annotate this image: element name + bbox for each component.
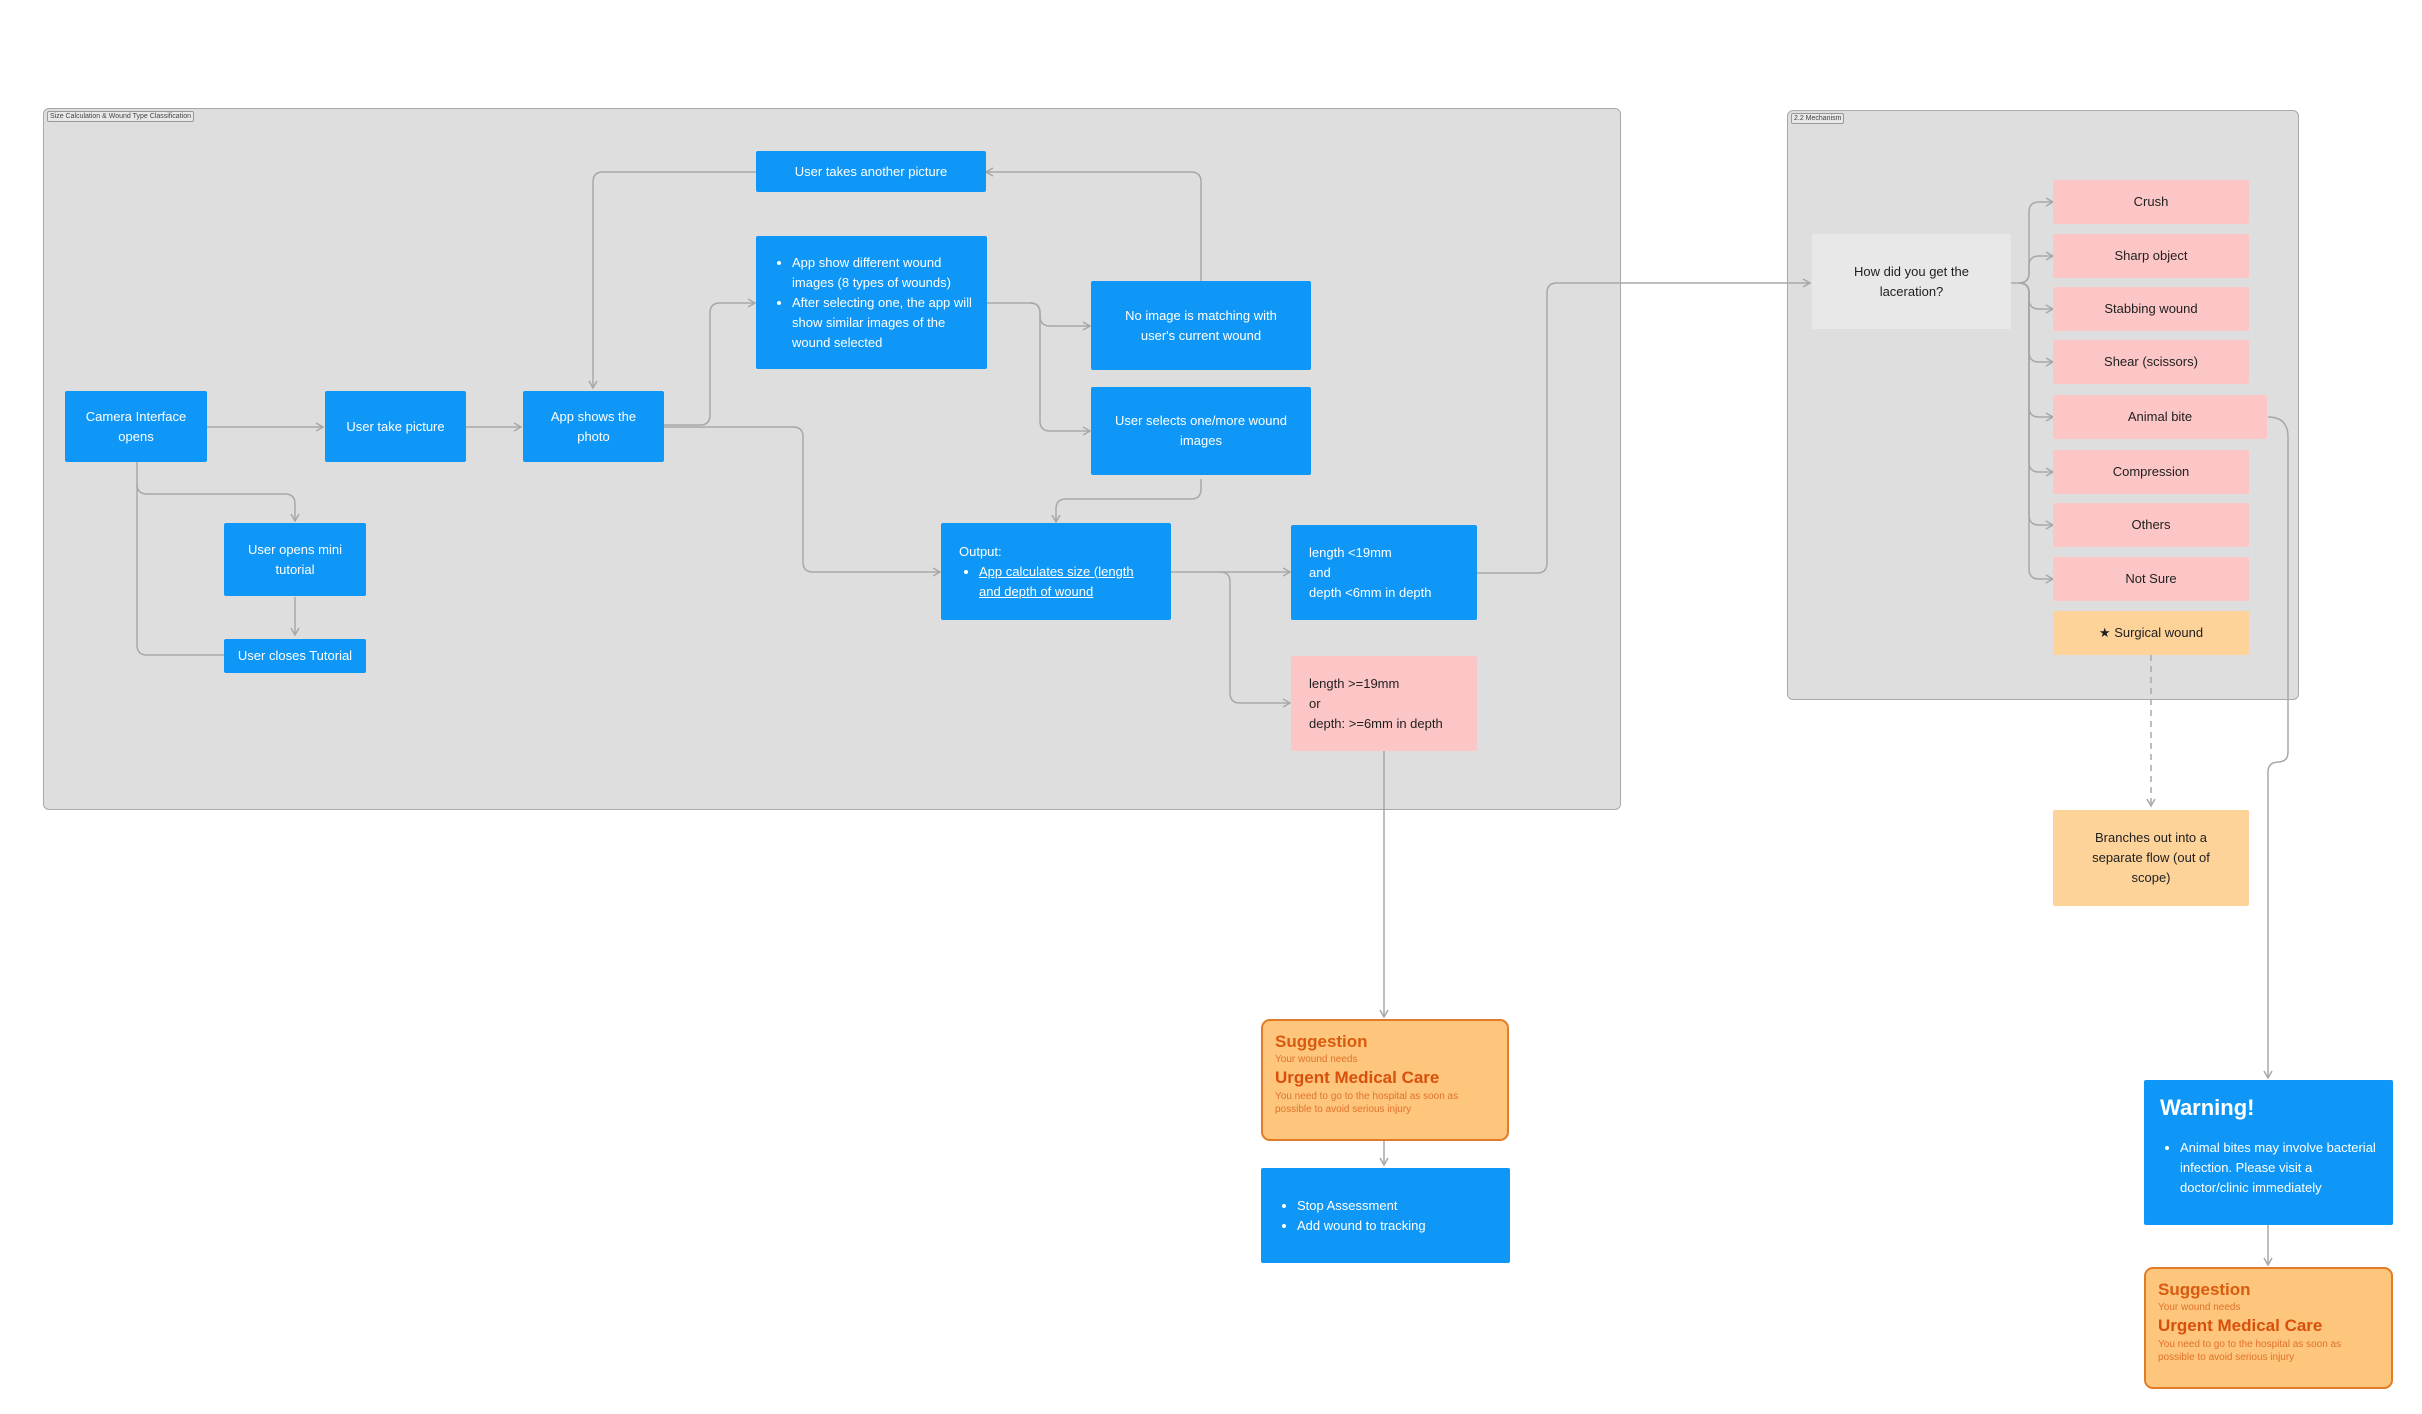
section-size-calculation-title: Size Calculation & Wound Type Classifica… — [47, 111, 194, 122]
suggestion-title: Suggestion — [1275, 1032, 1368, 1051]
small-wound-line: length <19mm — [1309, 544, 1392, 560]
output-title: Output: — [959, 543, 1002, 559]
option-surgical-wound: ★ Surgical wound — [2053, 611, 2249, 655]
node-laceration-question: How did you get the laceration? — [1812, 234, 2011, 329]
option-sharp-object: Sharp object — [2053, 234, 2249, 278]
suggestion-title: Suggestion — [2158, 1280, 2251, 1299]
node-user-closes-tutorial: User closes Tutorial — [224, 639, 366, 673]
warning-card: Warning! Animal bites may involve bacter… — [2144, 1080, 2393, 1225]
connector-another-to-shows — [588, 171, 756, 390]
node-no-image-matching: No image is matching with user's current… — [1091, 281, 1311, 370]
connector-shows-to-output — [664, 426, 942, 577]
connector-output-to-large — [1219, 571, 1292, 708]
node-large-wound: length >=19mm or depth: >=6mm in depth — [1291, 656, 1477, 751]
option-others: Others — [2053, 503, 2249, 547]
connector-shows-to-images — [664, 298, 757, 426]
node-branches-out: Branches out into a separate flow (out o… — [2053, 810, 2249, 906]
node-small-wound: length <19mm and depth <6mm in depth — [1291, 525, 1477, 620]
list-item: Animal bites may involve bacterial infec… — [2180, 1138, 2377, 1198]
warning-list: Animal bites may involve bacterial infec… — [2160, 1138, 2377, 1198]
option-compression: Compression — [2053, 450, 2249, 494]
list-item: App show different wound images (8 types… — [792, 253, 973, 293]
connector-camera-to-tutorial — [136, 462, 300, 523]
node-camera-interface: Camera Interface opens — [65, 391, 207, 462]
suggestion-headline: Urgent Medical Care — [1275, 1068, 1440, 1087]
suggestion-pre: Your wound needs — [2158, 1302, 2241, 1313]
connector-selects-to-output — [1051, 479, 1202, 524]
suggestion-body: You need to go to the hospital as soon a… — [1275, 1091, 1459, 1115]
list-item: Stop Assessment — [1297, 1196, 1426, 1216]
large-wound-line: depth: >=6mm in depth — [1309, 715, 1443, 731]
node-output: Output: App calculates size (length and … — [941, 523, 1171, 620]
suggestion-headline: Urgent Medical Care — [2158, 1316, 2323, 1335]
connector-animal-to-warning — [2263, 416, 2289, 1080]
wound-images-list: App show different wound images (8 types… — [778, 253, 973, 353]
small-wound-line: and — [1309, 564, 1331, 580]
small-wound-line: depth <6mm in depth — [1309, 584, 1432, 600]
section-mechanism-title: 2.2 Mechanism — [1791, 113, 1845, 124]
node-app-shows-wound-images: App show different wound images (8 types… — [756, 236, 987, 369]
node-user-opens-tutorial: User opens mini tutorial — [224, 523, 366, 596]
connector-question-to-options — [2011, 197, 2055, 284]
list-item: Add wound to tracking — [1297, 1216, 1426, 1236]
option-stabbing-wound: Stabbing wound — [2053, 287, 2249, 331]
option-crush: Crush — [2053, 180, 2249, 224]
list-item: After selecting one, the app will show s… — [792, 293, 973, 353]
large-wound-line: or — [1309, 695, 1321, 711]
suggestion-card-left: Suggestion Your wound needs Urgent Medic… — [1261, 1019, 1509, 1141]
suggestion-body: You need to go to the hospital as soon a… — [2158, 1339, 2342, 1363]
large-wound-line: length >=19mm — [1309, 675, 1400, 691]
node-app-shows-photo: App shows the photo — [523, 391, 664, 462]
stop-list: Stop Assessment Add wound to tracking — [1283, 1196, 1426, 1236]
suggestion-card-right: Suggestion Your wound needs Urgent Medic… — [2144, 1267, 2393, 1389]
suggestion-pre: Your wound needs — [1275, 1054, 1358, 1065]
node-stop-assessment: Stop Assessment Add wound to tracking — [1261, 1168, 1510, 1263]
list-item: App calculates size (length and depth of… — [979, 562, 1153, 602]
option-not-sure: Not Sure — [2053, 557, 2249, 601]
warning-title: Warning! — [2160, 1095, 2255, 1120]
connector-images-to-selects — [1029, 302, 1092, 436]
connector-nomatch-to-another — [984, 167, 1202, 281]
connector-small-to-question — [1477, 278, 1812, 574]
connector-camera-to-close — [136, 484, 224, 656]
option-animal-bite: Animal bite — [2053, 395, 2267, 439]
node-user-takes-another-picture: User takes another picture — [756, 151, 986, 192]
output-list: App calculates size (length and depth of… — [959, 562, 1153, 602]
node-user-take-picture: User take picture — [325, 391, 466, 462]
option-shear: Shear (scissors) — [2053, 340, 2249, 384]
node-user-selects-images: User selects one/more wound images — [1091, 387, 1311, 475]
